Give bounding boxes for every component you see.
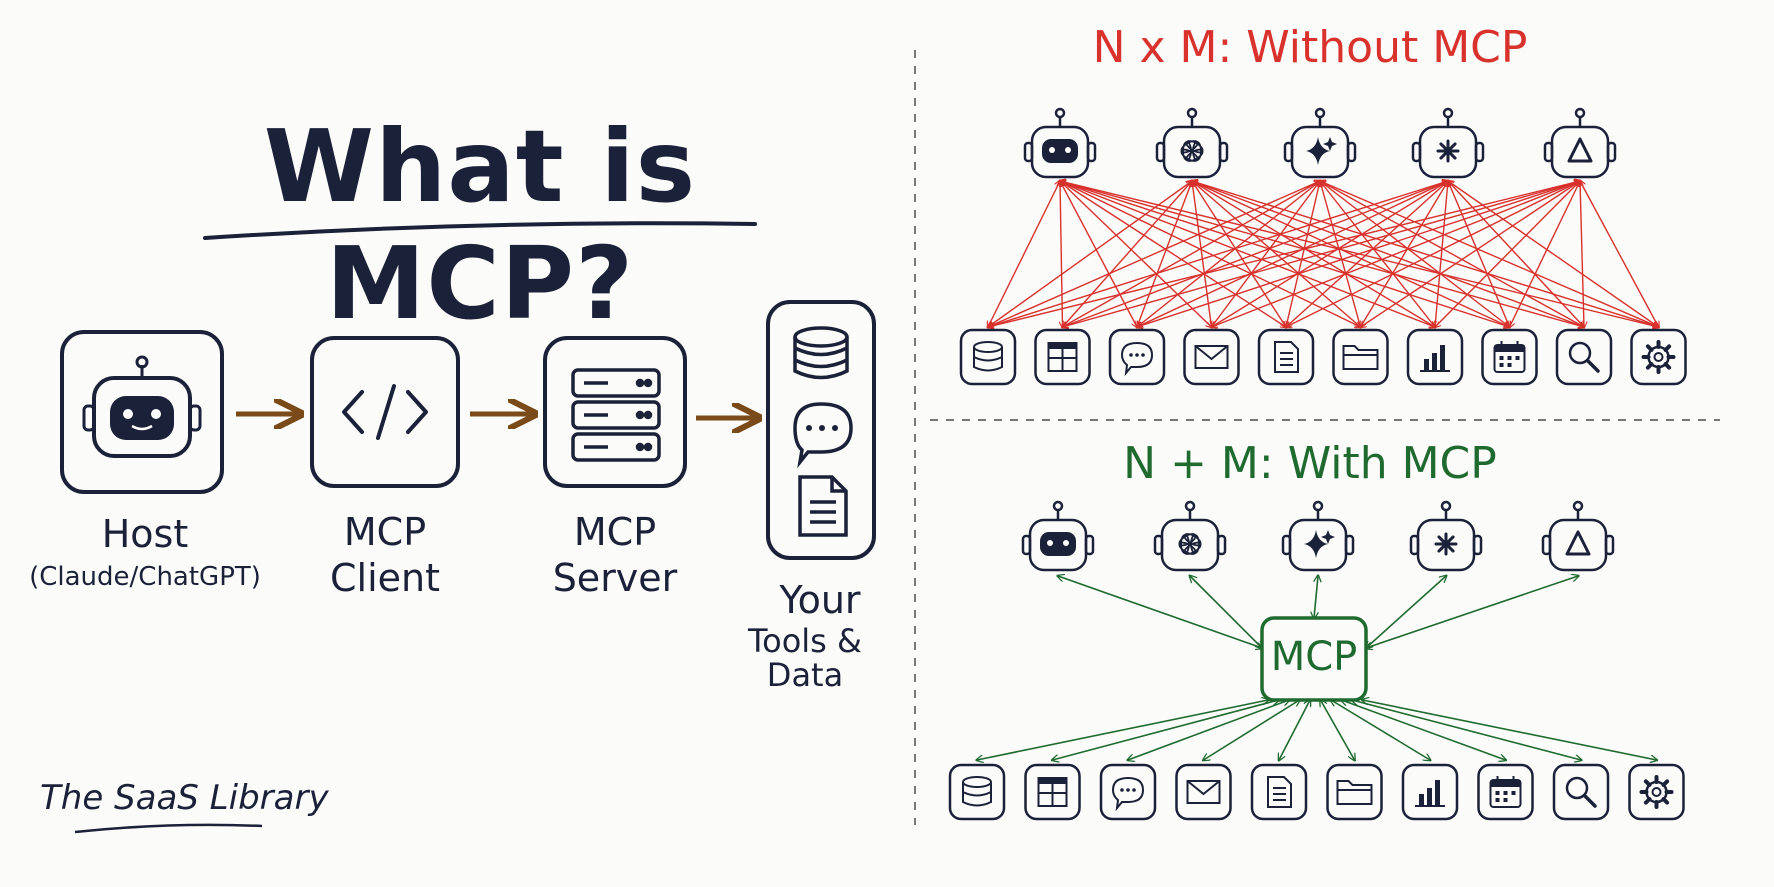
nxm-connector-4-6	[1361, 181, 1449, 327]
mcp-hub-box	[1260, 616, 1368, 702]
nxm-connector-1-1	[988, 181, 1060, 327]
nxm-connector-3-1	[988, 181, 1320, 327]
without-triangle-model-icon	[1543, 107, 1617, 179]
without-calendar-icon	[1481, 328, 1538, 386]
server-rack-icon	[571, 368, 661, 462]
without-mcp-title: N x M: Without MCP	[1092, 22, 1528, 73]
without-folder-icon	[1332, 328, 1389, 386]
brand-name: The SaaS Library	[40, 778, 329, 818]
host-box	[60, 330, 224, 494]
nxm-connector-5-9	[1580, 181, 1584, 327]
mcp-hub-label: MCP	[1270, 634, 1358, 680]
tools-box	[766, 300, 876, 560]
without-database-icon	[959, 328, 1017, 386]
server-label-line2: Server	[552, 556, 678, 600]
with-mail-icon	[1175, 763, 1232, 821]
npm-tool-connector-9	[1352, 700, 1581, 760]
without-mail-icon	[1183, 328, 1240, 386]
npm-model-connector-5	[1366, 576, 1578, 648]
npm-model-connector-2	[1190, 576, 1262, 648]
tools-label-line1: Your	[779, 578, 861, 622]
npm-tool-connector-3	[1128, 700, 1289, 760]
without-gear-icon	[1630, 328, 1687, 386]
nxm-connector-2-1	[988, 181, 1192, 327]
host-sublabel: (Claude/ChatGPT)	[29, 562, 261, 592]
with-gear-icon	[1628, 763, 1685, 821]
with-spreadsheet-icon	[1024, 763, 1081, 821]
with-bar-chart-icon	[1401, 763, 1459, 821]
npm-model-connector-4	[1366, 576, 1446, 648]
without-document-icon	[1257, 328, 1315, 386]
page-title: What is MCP?	[263, 108, 697, 342]
without-asterisk-model-icon	[1411, 107, 1485, 179]
without-openai-model-icon	[1155, 107, 1229, 179]
without-spreadsheet-icon	[1034, 328, 1091, 386]
with-asterisk-model-icon	[1409, 500, 1483, 572]
server-box	[543, 336, 687, 488]
npm-tool-connector-6	[1321, 700, 1355, 760]
npm-tool-connector-10	[1363, 700, 1657, 760]
nxm-connector-4-2	[1063, 181, 1449, 327]
chat-bubble-icon	[793, 402, 853, 469]
nxm-connector-4-10	[1448, 181, 1659, 327]
with-calendar-icon	[1477, 763, 1534, 821]
nxm-connector-3-6	[1320, 181, 1361, 327]
with-search-icon	[1552, 763, 1610, 821]
npm-tool-connector-1	[977, 700, 1268, 760]
client-label-line1: MCP	[343, 510, 427, 554]
with-database-icon	[948, 763, 1006, 821]
nxm-connector-1-2	[1060, 181, 1063, 327]
npm-tool-connector-2	[1053, 700, 1279, 760]
tools-label-line2: Tools & Data	[748, 622, 862, 694]
with-document-icon	[1250, 763, 1308, 821]
npm-model-connector-3	[1314, 576, 1318, 618]
with-mcp-title: N + M: With MCP	[1123, 438, 1497, 489]
with-sparkle-model-icon	[1281, 500, 1355, 572]
database-icon	[793, 326, 849, 380]
with-robot-face-model-icon	[1021, 500, 1095, 572]
with-chat-icon	[1099, 763, 1157, 821]
without-sparkle-model-icon	[1283, 107, 1357, 179]
document-icon	[798, 475, 848, 537]
code-icon	[342, 384, 428, 440]
without-bar-chart-icon	[1406, 328, 1464, 386]
npm-model-connector-1	[1058, 576, 1262, 648]
client-box	[310, 336, 460, 488]
nxm-connector-4-9	[1448, 181, 1584, 327]
npm-tool-connector-8	[1342, 700, 1506, 760]
title-underline	[203, 221, 757, 240]
nxm-connector-2-10	[1192, 181, 1659, 327]
with-folder-icon	[1326, 763, 1383, 821]
without-robot-face-model-icon	[1023, 107, 1097, 179]
server-label-line1: MCP	[573, 510, 657, 554]
without-chat-icon	[1108, 328, 1166, 386]
nxm-connector-5-1	[988, 181, 1580, 327]
npm-tool-connector-5	[1279, 700, 1310, 760]
host-label: Host	[101, 512, 189, 556]
with-openai-model-icon	[1153, 500, 1227, 572]
npm-tool-connector-7	[1331, 700, 1430, 760]
nxm-connector-3-8	[1320, 181, 1510, 327]
nxm-connector-5-8	[1510, 181, 1581, 327]
client-label-line2: Client	[329, 556, 440, 600]
without-search-icon	[1555, 328, 1613, 386]
npm-tool-connector-4	[1204, 700, 1300, 760]
brand-underline	[74, 823, 263, 834]
nxm-connector-5-10	[1580, 181, 1659, 327]
robot-face-icon	[82, 355, 202, 458]
nxm-connector-5-6	[1361, 181, 1581, 327]
with-triangle-model-icon	[1541, 500, 1615, 572]
